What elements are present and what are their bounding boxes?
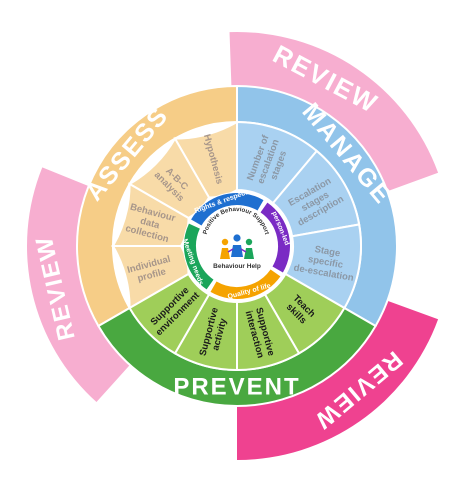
hub-arrow-meeting-needs bbox=[184, 223, 214, 290]
hub-arrow-rights-respect bbox=[191, 193, 264, 226]
stage-segments: HypothesisA-B-CanalysisBehaviourdatacoll… bbox=[111, 120, 362, 372]
review-band-bottom bbox=[237, 300, 439, 460]
hub-arrow-person-led bbox=[260, 202, 290, 273]
brand-name: Behaviour Help bbox=[213, 263, 261, 270]
prevent-segment bbox=[128, 272, 211, 355]
people-logo-icon bbox=[220, 234, 254, 259]
review-band-left bbox=[26, 167, 130, 403]
review-band-top bbox=[229, 32, 439, 192]
manage-segment-label: Number ofescalationstages bbox=[245, 133, 292, 190]
prevent-label: PREVENT bbox=[173, 373, 300, 400]
hub-arrow-quality-of-life bbox=[210, 269, 281, 299]
